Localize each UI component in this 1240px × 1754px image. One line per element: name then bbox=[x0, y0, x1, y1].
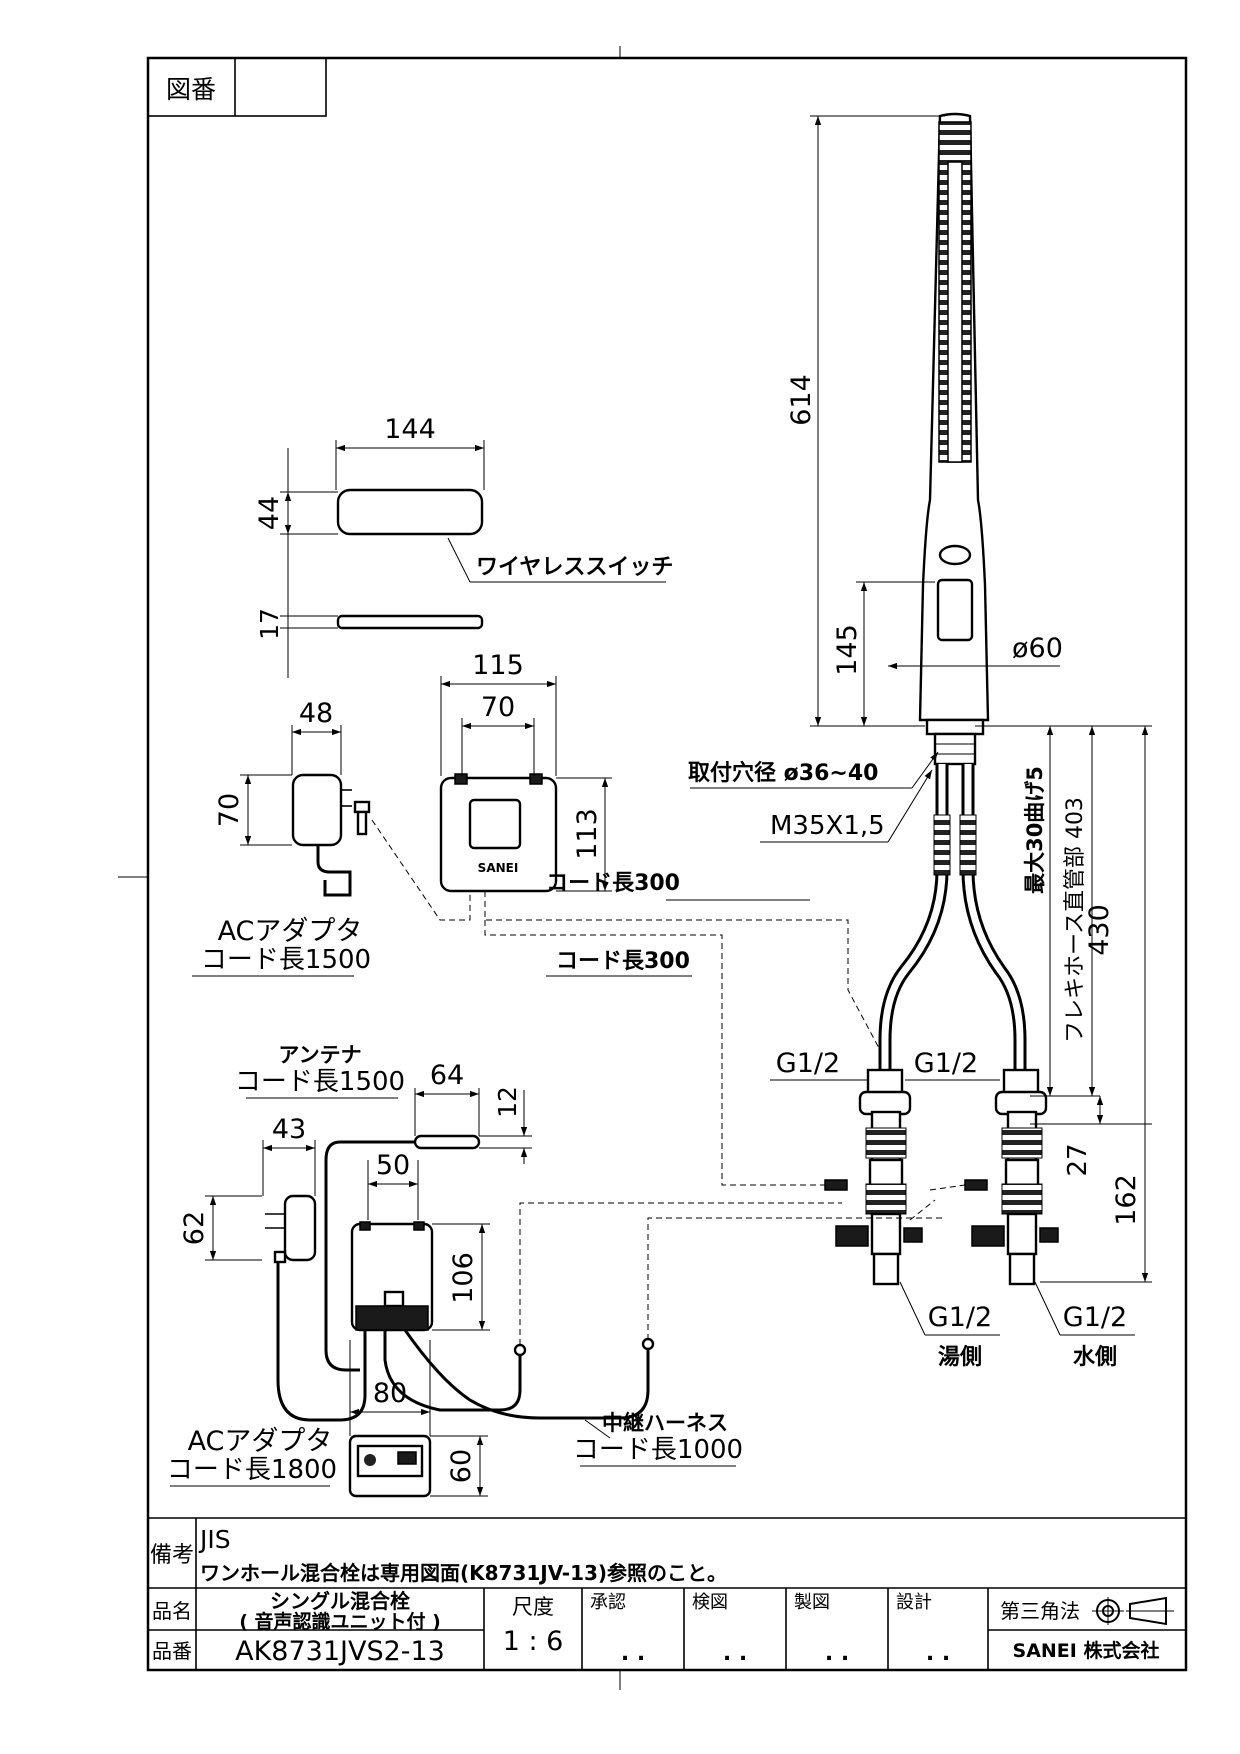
dim-hose-bend: 最大30曲げ5 bbox=[1023, 766, 1047, 894]
faucet-dimensions: 614 145 ø60 取付穴径 ø36~40 M35X1,5 430 フレキホ… bbox=[688, 115, 1152, 1370]
drafting-label: 製図 bbox=[794, 1592, 830, 1613]
dim-unit-height: 106 bbox=[448, 1252, 479, 1304]
switch-side-view bbox=[336, 614, 484, 630]
dim-valve-height: 162 bbox=[1111, 1174, 1142, 1226]
dim-adapter2-height: 62 bbox=[179, 1211, 210, 1245]
scale-value: 1 : 6 bbox=[503, 1626, 564, 1657]
label-cord-1: コード長300 bbox=[546, 871, 680, 896]
dim-unit-bottom-height: 60 bbox=[446, 1449, 477, 1483]
faucet-button bbox=[938, 544, 972, 566]
dim-hose-length: 430 bbox=[1084, 904, 1115, 956]
label-g-hot-top: G1/2 bbox=[776, 1048, 840, 1079]
dim-receiver-inner: 70 bbox=[481, 692, 515, 723]
remarks-line-2: ワンホール混合栓は専用図面(K8731JV-13)参照のこと。 bbox=[200, 1561, 727, 1585]
dim-switch-width: 144 bbox=[384, 414, 436, 445]
product-name-line-2: ( 音声認識ユニット付 ) bbox=[239, 1610, 441, 1633]
product-no-label: 品番 bbox=[152, 1639, 192, 1663]
receiver-unit: SANEI 115 70 113 bbox=[439, 650, 612, 893]
drafting-date: . . bbox=[825, 1641, 849, 1666]
approval-date: . . bbox=[621, 1641, 645, 1666]
label-hot-side: 湯側 bbox=[938, 1345, 982, 1370]
projection-label: 第三角法 bbox=[1000, 1599, 1080, 1623]
drawing-number-box: 図番 bbox=[147, 57, 327, 117]
dim-faucet-height: 614 bbox=[786, 374, 817, 426]
check-label: 検図 bbox=[692, 1592, 728, 1613]
label-cold-side: 水側 bbox=[1073, 1345, 1117, 1370]
adapter1-label-1: ACアダプタ bbox=[218, 916, 363, 947]
dim-switch-thickness: 17 bbox=[255, 608, 284, 640]
voice-control-unit: 50 106 80 60 bbox=[348, 1150, 490, 1498]
title-block: 備考 JIS ワンホール混合栓は専用図面(K8731JV-13)参照のこと。 品… bbox=[148, 1517, 1186, 1670]
label-wireless-switch: ワイヤレススイッチ bbox=[476, 555, 673, 580]
wireless-switch: 144 44 17 ワイヤレススイッチ bbox=[254, 414, 673, 678]
harness-label-2: コード長1000 bbox=[573, 1435, 743, 1465]
faucet-lever bbox=[936, 578, 974, 642]
valve-hot bbox=[835, 1068, 923, 1286]
receiver-logo: SANEI bbox=[478, 861, 519, 875]
ac-adapter-1: 48 70 ACアダプタ コード長1500 bbox=[192, 698, 371, 977]
product-name-label: 品名 bbox=[152, 1599, 192, 1623]
faucet bbox=[918, 112, 990, 766]
label-g-cold-top: G1/2 bbox=[914, 1048, 978, 1079]
label-g-cold-bottom: G1/2 bbox=[1063, 1302, 1127, 1333]
dim-mount-hole: 取付穴径 ø36~40 bbox=[688, 760, 878, 786]
dim-adapter1-width: 48 bbox=[299, 698, 333, 729]
dim-antenna-width: 64 bbox=[430, 1060, 464, 1091]
antenna-label-2: コード長1500 bbox=[235, 1067, 405, 1097]
dim-adapter2-width: 43 bbox=[272, 1114, 306, 1145]
approval-label: 承認 bbox=[590, 1592, 626, 1613]
receiver-cords: コード長300 コード長300 bbox=[371, 819, 988, 1221]
valve-cold bbox=[971, 1068, 1059, 1286]
label-g-hot-bottom: G1/2 bbox=[928, 1302, 992, 1333]
design-date: . . bbox=[926, 1641, 950, 1666]
dim-unit-width: 50 bbox=[376, 1150, 410, 1181]
adapter2-label-2: コード長1800 bbox=[167, 1455, 337, 1485]
adapter2-label-1: ACアダプタ bbox=[188, 1426, 333, 1457]
antenna-body bbox=[413, 1134, 481, 1150]
drawing-number-label: 図番 bbox=[166, 75, 216, 104]
antenna: 64 12 アンテナ コード長1500 bbox=[235, 1043, 532, 1372]
flex-hoses bbox=[878, 764, 1027, 1070]
dim-thread: M35X1,5 bbox=[770, 811, 885, 841]
antenna-label-1: アンテナ bbox=[278, 1043, 361, 1067]
remarks-line-1: JIS bbox=[198, 1525, 231, 1554]
projection-symbol-icon bbox=[1092, 1596, 1174, 1626]
adapter2-body bbox=[283, 1194, 317, 1262]
relay-harness: 中継ハーネス コード長1000 bbox=[383, 1202, 945, 1467]
ac-adapter-2: 43 62 ACアダプタ コード長1800 bbox=[167, 1114, 367, 1487]
dim-switch-height: 44 bbox=[254, 496, 285, 530]
product-name-line-1: シングル混合栓 bbox=[270, 1589, 410, 1613]
product-no: AK8731JVS2-13 bbox=[235, 1636, 445, 1667]
dim-faucet-body-height: 145 bbox=[832, 624, 863, 676]
dim-receiver-height: 113 bbox=[572, 808, 603, 860]
design-label: 設計 bbox=[896, 1592, 932, 1613]
company-name: SANEI 株式会社 bbox=[1013, 1639, 1160, 1662]
check-date: . . bbox=[723, 1641, 747, 1666]
drawing-frame bbox=[146, 56, 1188, 1672]
switch-top-view bbox=[336, 488, 484, 536]
remarks-label: 備考 bbox=[150, 1543, 194, 1568]
dim-body-diameter: ø60 bbox=[1012, 633, 1063, 664]
harness-label-1: 中継ハーネス bbox=[602, 1411, 728, 1435]
label-cord-2: コード長300 bbox=[556, 949, 690, 974]
dim-receiver-width: 115 bbox=[472, 650, 524, 681]
dim-adapter1-height: 70 bbox=[214, 793, 245, 827]
scale-label: 尺度 bbox=[512, 1595, 554, 1619]
adapter1-body bbox=[291, 773, 343, 847]
faucet-base-nut bbox=[925, 718, 985, 736]
dim-valve-offset: 27 bbox=[1063, 1143, 1093, 1176]
adapter1-label-2: コード長1500 bbox=[201, 945, 371, 975]
dim-hose-note: フレキホース直管部 403 bbox=[1063, 797, 1088, 1043]
dim-antenna-height: 12 bbox=[493, 1086, 522, 1118]
